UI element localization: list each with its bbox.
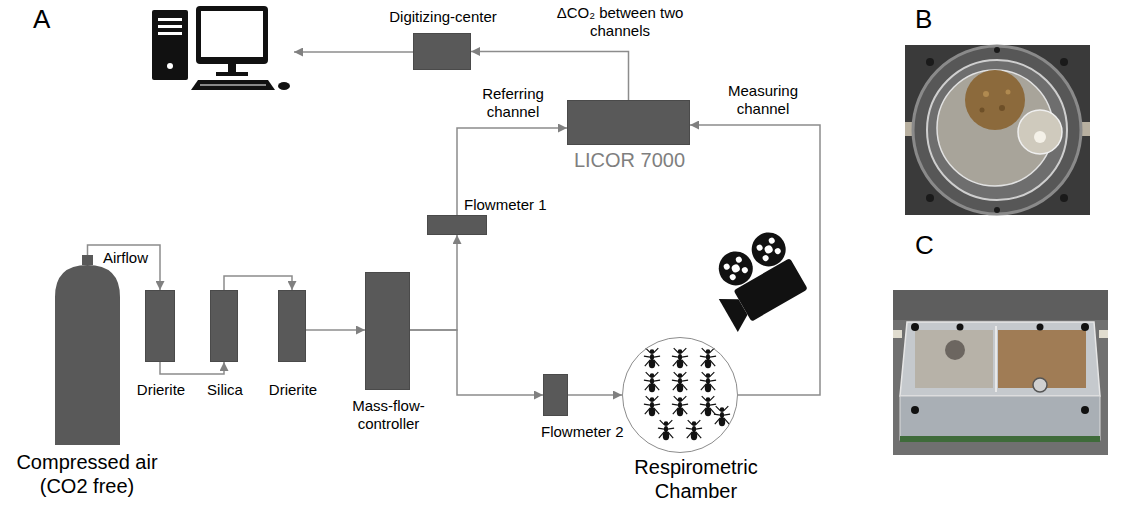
cylinder-outline xyxy=(55,255,120,445)
ants xyxy=(644,348,730,440)
camera-icon xyxy=(701,226,811,332)
gas-cylinder: Compressed air (CO2 free) xyxy=(55,255,120,445)
flow-controller-box: Mass-flow-controller xyxy=(365,272,410,390)
drying-column: Silica xyxy=(210,290,238,362)
flow-arrow xyxy=(306,329,365,331)
drying-column: Drierite xyxy=(145,290,175,362)
flow-arrow xyxy=(224,276,292,290)
flowmeter-box: Flowmeter 2 xyxy=(543,374,568,416)
panel-letter: C xyxy=(915,230,945,261)
analyzer-box: LICOR 7000 xyxy=(567,100,690,145)
node-label: Silica xyxy=(195,381,255,399)
photo-box xyxy=(893,290,1108,455)
node-label: Flowmeter 2 xyxy=(541,423,636,441)
flow-arrow xyxy=(410,235,457,330)
node-label: Mass-flow-controller xyxy=(346,397,431,433)
photo-chamber xyxy=(905,45,1090,215)
node-label: Digitizing-center xyxy=(378,8,508,26)
channel-label: Measuring channel xyxy=(718,82,808,118)
node-label: Flowmeter 1 xyxy=(464,196,574,214)
respirometric-chamber: Respirometric Chamber xyxy=(622,337,738,453)
flow-arrow xyxy=(690,125,820,395)
node-label: Respirometric Chamber xyxy=(621,455,771,503)
node-label: Drierite xyxy=(131,381,191,399)
digitizer-box: Digitizing-center xyxy=(413,33,471,70)
node-label: LICOR 7000 xyxy=(568,148,691,172)
flow-arrow xyxy=(410,330,543,395)
drying-column: Drierite xyxy=(278,290,306,362)
flow-arrow xyxy=(568,394,622,396)
node-label: Drierite xyxy=(263,381,323,399)
flowmeter-box: Flowmeter 1 xyxy=(427,215,487,235)
panel-letter: B xyxy=(915,4,945,35)
panel-letter: A xyxy=(33,4,63,35)
flow-arrow xyxy=(160,362,224,374)
data-arrow xyxy=(294,51,413,53)
channel-label: Referring channel xyxy=(468,85,558,121)
signal-label: ΔCO₂ between two channels xyxy=(545,4,695,40)
edge-label: Airflow xyxy=(103,249,148,267)
node-label: Compressed air (CO2 free) xyxy=(2,450,172,498)
computer-icon xyxy=(152,6,290,90)
